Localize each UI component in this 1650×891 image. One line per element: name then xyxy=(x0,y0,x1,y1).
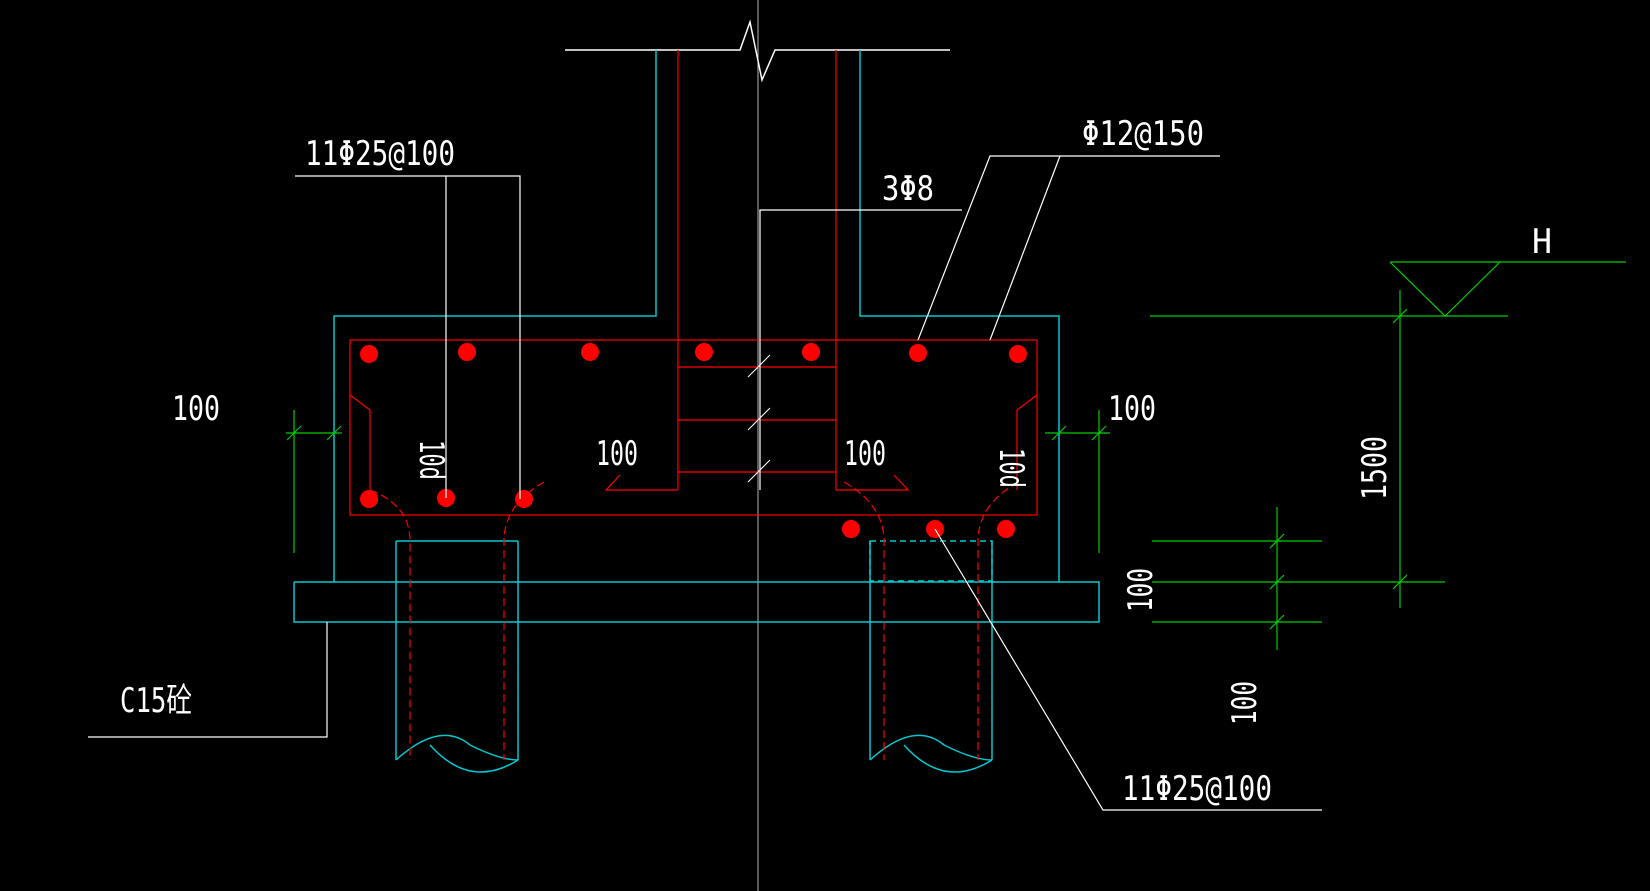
dim-inner-right: 100 xyxy=(844,434,886,474)
rebar-dot xyxy=(360,490,378,508)
rebar-dot xyxy=(581,343,599,361)
label-top-left-rebar: 11Φ25@100 xyxy=(305,134,455,174)
dim-right-cover: 100 xyxy=(1108,389,1156,429)
rebar-dot xyxy=(1009,345,1027,363)
dimension-lines xyxy=(286,261,1626,650)
label-concrete: C15砼 xyxy=(120,681,192,721)
rebar-dot xyxy=(515,490,533,508)
rebar-dot xyxy=(360,345,378,363)
label-bottom-right-rebar: 11Φ25@100 xyxy=(1122,769,1272,809)
label-stirrup: 3Φ8 xyxy=(882,169,934,209)
rebar-dot xyxy=(458,343,476,361)
rebar-dot xyxy=(842,520,860,538)
label-level: H xyxy=(1532,222,1552,262)
label-top-right-rebar: Φ12@150 xyxy=(1082,114,1204,154)
dim-pad-thickness: 100 xyxy=(1121,568,1161,612)
dim-inner-left: 100 xyxy=(596,434,638,474)
column-break-line xyxy=(565,19,950,83)
dim-lower-100: 100 xyxy=(1225,681,1265,725)
rebar-cage xyxy=(349,50,1038,760)
rebar-dots xyxy=(360,343,1027,538)
rebar-dot xyxy=(997,520,1015,538)
leader-lines xyxy=(88,155,1322,811)
dim-depth: 1500 xyxy=(1355,436,1395,500)
concrete-outline xyxy=(293,50,1100,773)
rebar-dot xyxy=(909,344,927,362)
stirrup-ticks xyxy=(747,354,771,483)
rebar-dot xyxy=(695,343,713,361)
dim-anchor-left: 10d xyxy=(411,440,451,480)
dim-anchor-right: 10d xyxy=(991,448,1031,488)
dim-left-cover: 100 xyxy=(172,389,220,429)
rebar-dot xyxy=(802,343,820,361)
